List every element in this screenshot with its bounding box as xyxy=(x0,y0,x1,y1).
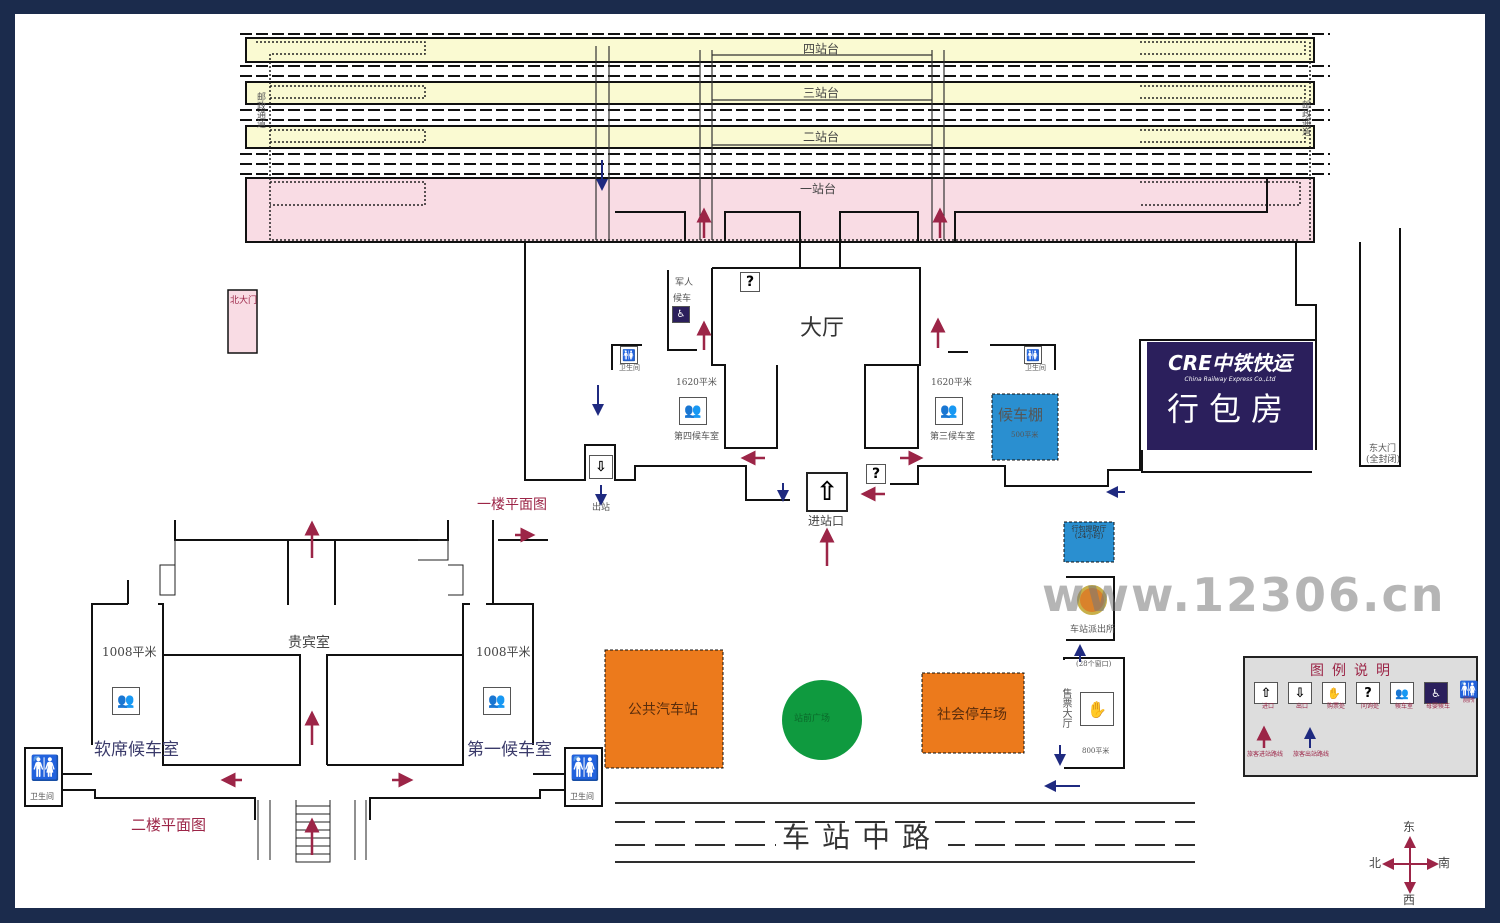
wc-left-2f: 卫生间 xyxy=(30,792,54,801)
cre-name: 行包房 xyxy=(1166,389,1293,428)
mother-baby-icon: ♿ xyxy=(672,306,690,323)
legend-label: 出口 xyxy=(1295,703,1308,710)
exit-arrows xyxy=(592,160,1316,792)
east-gate-note: (全封闭) xyxy=(1366,455,1401,465)
compass-west: 西 xyxy=(1403,893,1416,907)
legend-item: ?问询处 xyxy=(1356,682,1384,710)
legend-label: 厕所 xyxy=(1462,697,1475,704)
legend-arrow-out: 旅客出站路线 xyxy=(1293,751,1330,758)
east-gate-label: 东大门 xyxy=(1369,444,1397,454)
bus-station-area xyxy=(604,649,724,769)
toilet-icon: 🚻 xyxy=(570,754,600,782)
legend-item: ✋购票处 xyxy=(1322,682,1350,710)
legend-label: 问询处 xyxy=(1360,703,1379,710)
entrance-icon[interactable]: ⇧ xyxy=(806,472,848,512)
legend-label: 进口 xyxy=(1261,703,1274,710)
shed-area: 500平米 xyxy=(1011,431,1039,439)
entry-arrows xyxy=(220,207,1272,855)
toilet-icon: 🚻 xyxy=(1459,680,1479,699)
area-left: 1620平米 xyxy=(676,378,717,388)
ticket-hall-label: 售票大厅 xyxy=(1060,688,1071,728)
platforms xyxy=(245,37,1315,243)
station-map xyxy=(15,14,1485,908)
police-emblem-icon xyxy=(1077,585,1107,615)
cre-logo: CRE中铁快运 xyxy=(1168,351,1292,375)
toilet-icon: 🚻 xyxy=(1024,346,1042,364)
baggage-pickup-label: 行包提取厅 (24小时) xyxy=(1071,525,1107,540)
entrance-label: 进站口 xyxy=(808,514,845,528)
legend-title: 图例说明 xyxy=(1310,663,1398,679)
ticket-icon: ✋ xyxy=(1322,682,1346,704)
question-icon: ? xyxy=(740,272,760,292)
parking-label: 社会停车场 xyxy=(937,707,1007,723)
north-gate-label: 北大门 xyxy=(230,296,258,306)
area-right: 1620平米 xyxy=(931,378,972,388)
exit-icon[interactable]: ⇩ xyxy=(589,455,613,479)
waiting-room-4-label: 第四候车室 xyxy=(674,432,720,442)
legend-item: ♿母婴候车 xyxy=(1424,682,1452,710)
vip-room-label: 贵宾室 xyxy=(288,635,330,651)
legend-arrow-in: 旅客进站路线 xyxy=(1247,751,1284,758)
bus-station-label: 公共汽车站 xyxy=(628,702,698,718)
waiting-room-3-label: 第三候车室 xyxy=(930,432,976,442)
legend-label: 母婴候车 xyxy=(1425,703,1450,710)
hall-label: 大厅 xyxy=(800,316,845,341)
legend-item: ⇩出口 xyxy=(1288,682,1316,710)
watermark: www.12306.cn xyxy=(1042,568,1446,622)
platform-4-label: 四站台 xyxy=(803,42,840,56)
police-label: 车站派出所 xyxy=(1070,625,1116,635)
waiting-room-icon: 👥 xyxy=(679,397,707,425)
legend-label: 候车室 xyxy=(1394,703,1413,710)
ticket-hall-area: 800平米 xyxy=(1082,747,1110,755)
soft-seat-waiting-label: 软席候车室 xyxy=(94,740,179,760)
compass-north: 北 xyxy=(1369,856,1382,870)
mother-baby-icon: ♿ xyxy=(1424,682,1448,704)
wc-left-1f: 卫生间 xyxy=(619,364,640,372)
area-right-2f: 1008平米 xyxy=(476,645,531,659)
tracks xyxy=(240,33,1330,175)
compass-south: 南 xyxy=(1438,856,1451,870)
military-label: 军人 xyxy=(675,278,694,288)
cre-baggage-office: CRE中铁快运 China Railway Express Co.,Ltd 行包… xyxy=(1147,342,1313,450)
legend-items: ⇧进口 ⇩出口 ✋购票处 ?问询处 👥候车室 ♿母婴候车 🚻厕所 xyxy=(1254,682,1480,710)
first-waiting-label: 第一候车室 xyxy=(467,740,552,760)
waiting-room-icon: 👥 xyxy=(112,687,140,715)
platform-1-label: 一站台 xyxy=(800,182,837,196)
military-waiting-label: 候车 xyxy=(673,294,692,304)
postal-passage-right: 邮政通道 xyxy=(1300,100,1310,136)
toilet-icon: 🚻 xyxy=(620,346,638,364)
shed-label: 候车棚 xyxy=(998,406,1044,424)
waiting-room-icon: 👥 xyxy=(935,397,963,425)
wc-right-1f: 卫生间 xyxy=(1025,364,1046,372)
floor1-title: 一楼平面图 xyxy=(477,497,547,513)
exit-label: 出站 xyxy=(592,503,611,513)
compass-arrows xyxy=(1382,836,1439,894)
entrance-icon: ⇧ xyxy=(1254,682,1278,704)
toilet-icon: 🚻 xyxy=(30,754,60,782)
postal-passage-left: 邮政通道 xyxy=(255,92,265,128)
ticket-windows-label: (28个窗口) xyxy=(1076,660,1112,668)
road-label: 车站中路 xyxy=(776,824,949,852)
platform-2-label: 二站台 xyxy=(803,130,840,144)
plaza-area xyxy=(782,680,862,760)
exit-icon: ⇩ xyxy=(1288,682,1312,704)
platform-3-label: 三站台 xyxy=(803,86,840,100)
question-icon: ? xyxy=(1356,682,1380,704)
floor2-title: 二楼平面图 xyxy=(131,816,207,834)
parking-area xyxy=(921,672,1025,754)
question-icon: ? xyxy=(866,464,886,484)
cre-english: China Railway Express Co.,Ltd xyxy=(1184,376,1276,383)
floor-plan-lines xyxy=(24,33,1478,894)
waiting-room-icon: 👥 xyxy=(1390,682,1414,704)
legend-item: 🚻厕所 xyxy=(1458,682,1480,710)
legend-item: 👥候车室 xyxy=(1390,682,1418,710)
compass-east: 东 xyxy=(1403,820,1416,834)
legend-item: ⇧进口 xyxy=(1254,682,1282,710)
waiting-room-icon: 👥 xyxy=(483,687,511,715)
ticket-icon: ✋ xyxy=(1080,692,1114,726)
plaza-label: 站前广场 xyxy=(794,714,831,724)
wc-right-2f: 卫生间 xyxy=(570,792,594,801)
area-left-2f: 1008平米 xyxy=(102,645,157,659)
legend-label: 购票处 xyxy=(1326,703,1345,710)
